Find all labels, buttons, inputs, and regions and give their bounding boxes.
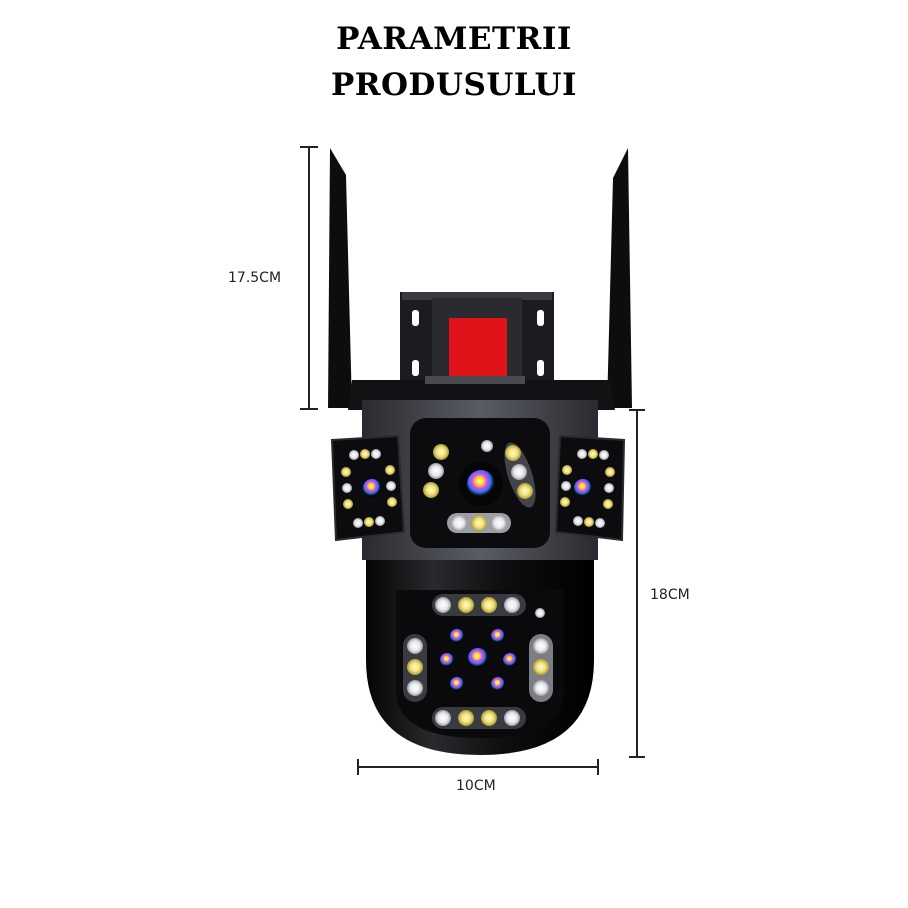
sd-card-cover	[449, 318, 507, 382]
dimension-label-body-height: 18CM	[650, 587, 690, 603]
ptz-dome	[366, 560, 594, 755]
dimension-line-antenna-height	[300, 146, 318, 410]
antenna-right	[607, 148, 632, 408]
right-side-camera	[554, 434, 626, 542]
dimension-label-body-width: 10CM	[456, 778, 496, 794]
page-title-line-2: PRODUSULUI	[330, 67, 578, 103]
center-lens	[467, 470, 495, 498]
antenna-left	[328, 148, 352, 408]
page-title-line-1: PARAMETRII	[336, 21, 572, 57]
dimension-line-body-height	[629, 409, 645, 758]
dimension-label-antenna-height: 17.5CM	[228, 270, 282, 286]
left-side-camera	[330, 434, 406, 542]
dimension-line-body-width	[357, 759, 599, 775]
